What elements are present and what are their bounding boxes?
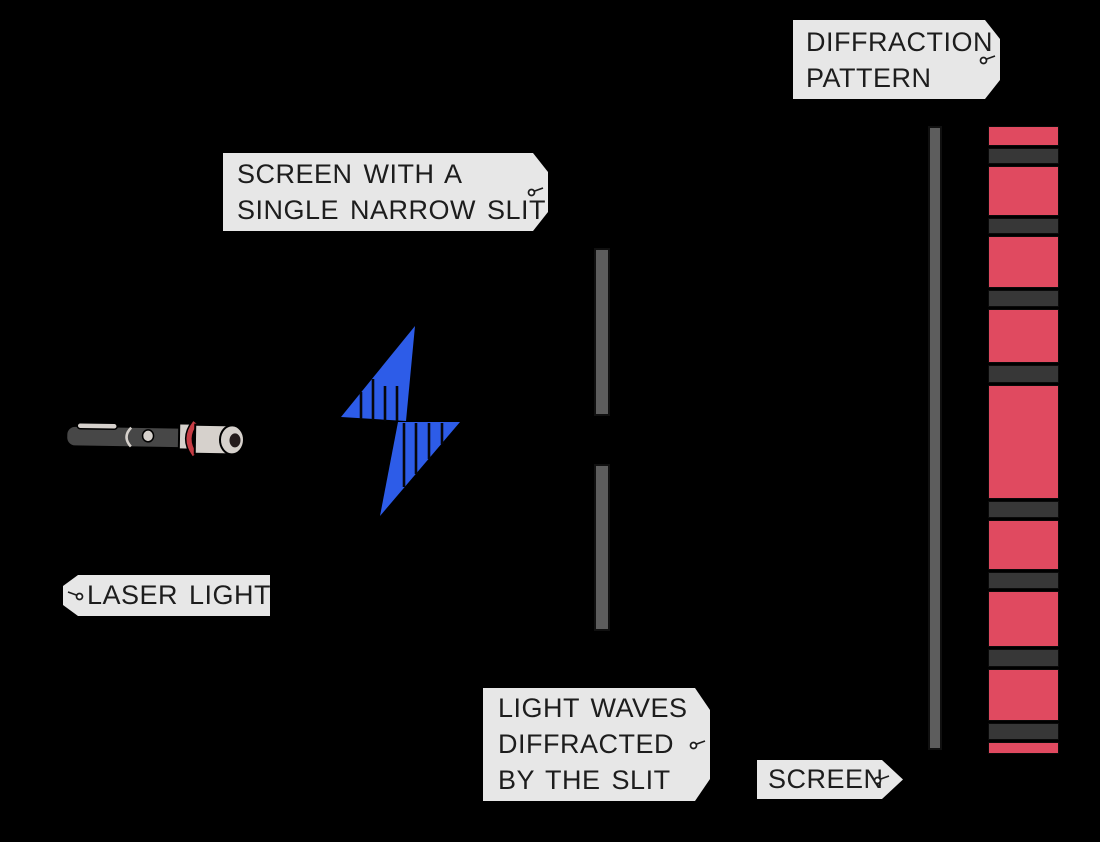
laser-aperture xyxy=(229,433,241,448)
label-laser-light-line1: LASER LIGHT xyxy=(87,580,272,610)
label-light-waves-line1: LIGHT WAVES xyxy=(498,693,688,723)
label-light-waves-diffracted: LIGHT WAVES DIFFRACTED BY THE SLIT xyxy=(483,688,710,801)
tag-hole-icon xyxy=(526,185,544,199)
diffraction-band-dark xyxy=(988,501,1059,518)
laser-button xyxy=(141,429,155,443)
slit-screen-lower xyxy=(594,464,610,631)
diffraction-band-red xyxy=(988,385,1059,499)
diffraction-pattern-bands xyxy=(988,126,1059,754)
diffraction-band-dark xyxy=(988,218,1059,234)
label-screen-line1: SCREEN xyxy=(768,764,884,794)
diffraction-band-dark xyxy=(988,290,1059,307)
diffraction-band-dark xyxy=(988,572,1059,589)
label-laser-light: LASER LIGHT xyxy=(63,575,270,616)
light-wave-bolt xyxy=(341,326,460,516)
slit-screen-upper xyxy=(594,248,610,416)
projection-screen xyxy=(928,126,942,750)
diffraction-band-dark xyxy=(988,649,1059,667)
label-light-waves-line3: BY THE SLIT xyxy=(498,765,671,795)
diffraction-band-red xyxy=(988,520,1059,570)
tag-hole-icon xyxy=(872,773,890,787)
diffraction-band-red xyxy=(988,669,1059,721)
diffraction-band-dark xyxy=(988,148,1059,164)
light-wave-lower-beam xyxy=(380,422,460,516)
laser-pointer xyxy=(64,420,245,458)
label-diffraction-pattern: DIFFRACTION PATTERN xyxy=(793,20,1000,99)
diffraction-band-red xyxy=(988,126,1059,146)
tag-hole-icon xyxy=(978,53,996,67)
laser-clip xyxy=(76,421,118,431)
diffraction-band-red xyxy=(988,591,1059,647)
single-slit-gap xyxy=(594,416,610,464)
label-screen-with-slit-line2: SINGLE NARROW SLIT xyxy=(237,195,547,225)
laser-red-ring xyxy=(186,421,198,457)
diffraction-band-red xyxy=(988,742,1059,754)
label-screen-with-single-narrow-slit: SCREEN WITH A SINGLE NARROW SLIT xyxy=(223,153,548,231)
diffraction-band-red xyxy=(988,309,1059,363)
tag-hole-icon xyxy=(688,738,706,752)
light-wave-upper-beam xyxy=(341,326,415,421)
label-screen-with-slit-line1: SCREEN WITH A xyxy=(237,159,463,189)
label-diffraction-pattern-line1: DIFFRACTION xyxy=(806,27,993,57)
tag-hole-icon xyxy=(67,589,85,603)
laser-section-ring xyxy=(125,426,133,448)
label-light-waves-line2: DIFFRACTED xyxy=(498,729,674,759)
label-screen: SCREEN xyxy=(757,760,903,799)
label-diffraction-pattern-line2: PATTERN xyxy=(806,63,932,93)
diffraction-band-red xyxy=(988,166,1059,216)
diffraction-band-dark xyxy=(988,723,1059,740)
diffraction-band-dark xyxy=(988,365,1059,383)
wavefront-lines xyxy=(359,379,444,487)
diffraction-band-red xyxy=(988,236,1059,288)
